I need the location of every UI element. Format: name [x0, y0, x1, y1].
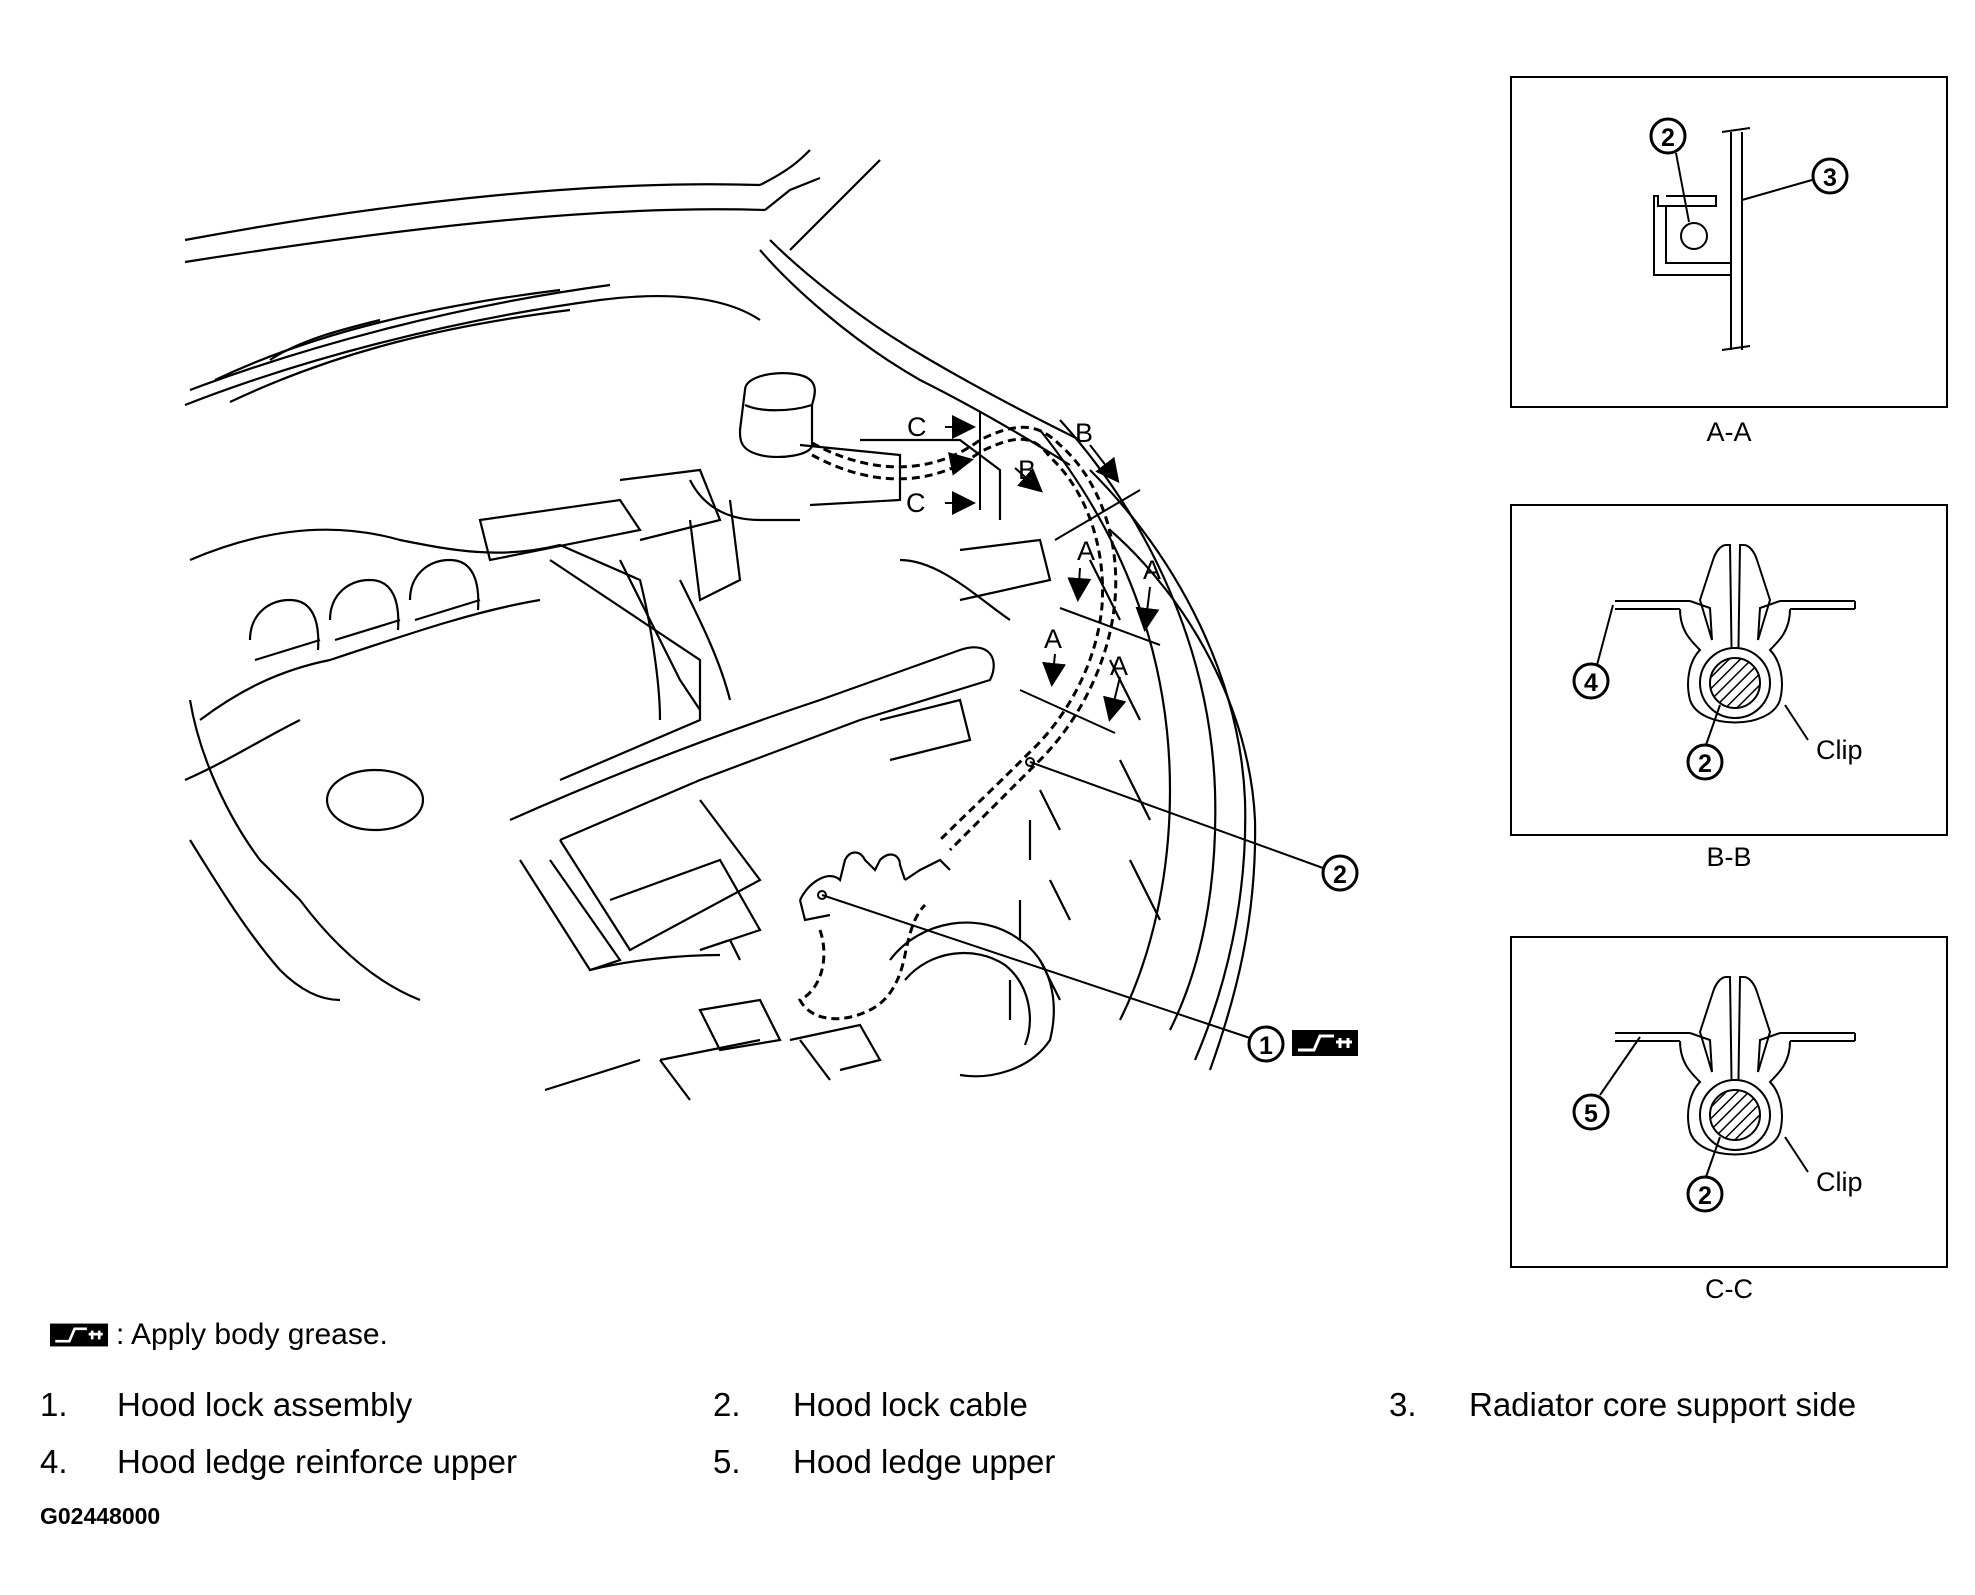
section-letter-a-2: A: [1143, 555, 1161, 585]
legend-text-3: Radiator core support side: [1469, 1386, 1857, 1423]
section-letter-a-1: A: [1077, 536, 1095, 566]
legend-num-1: 1.: [40, 1386, 68, 1423]
callout-2-main: 2: [1321, 854, 1359, 892]
section-caption-b-b: B-B: [1706, 842, 1751, 872]
legend-text-5: Hood ledge upper: [793, 1443, 1056, 1480]
section-letter-b-upper: B: [1075, 418, 1093, 448]
svg-text:2: 2: [1333, 861, 1347, 889]
figure-code: G02448000: [40, 1503, 161, 1529]
legend-num-4: 4.: [40, 1443, 68, 1480]
cable-end-marker: [1025, 757, 1035, 767]
callout-4-b: 4: [1584, 669, 1598, 697]
hood-lock-marker: [817, 890, 827, 900]
hood-lock-cable-route: [797, 425, 1118, 1021]
legend-num-3: 3.: [1389, 1386, 1417, 1423]
legend-item-1: 1.: [40, 1386, 68, 1424]
section-a-a-panel: 2 3: [1510, 76, 1948, 408]
legend-item-2: 2.: [713, 1386, 741, 1424]
section-caption-c-c: C-C: [1705, 1274, 1753, 1304]
clip-label-c: Clip: [1816, 1167, 1863, 1197]
section-letter-c-upper: C: [907, 412, 927, 442]
svg-text:1: 1: [1259, 1032, 1273, 1060]
section-letter-c-lower: C: [906, 488, 926, 518]
legend-item-5: 5.: [713, 1443, 741, 1481]
legend-item-4: 4.: [40, 1443, 68, 1481]
legend-text-1: Hood lock assembly: [117, 1386, 413, 1423]
section-cut-lines: [979, 412, 1161, 734]
grease-note: : Apply body grease.: [50, 1318, 388, 1352]
legend-text-2: Hood lock cable: [793, 1386, 1028, 1423]
section-arrows: [945, 415, 1160, 722]
callout-2-a: 2: [1661, 124, 1675, 152]
body-grease-icon: [50, 1323, 108, 1347]
callout-5-c: 5: [1584, 1100, 1598, 1128]
legend-num-5: 5.: [713, 1443, 741, 1480]
section-letter-a-4: A: [1110, 651, 1128, 681]
callout-3-a: 3: [1823, 164, 1837, 192]
callout-2-b: 2: [1698, 750, 1712, 778]
section-b-b-panel: 4 2 Clip: [1510, 504, 1948, 836]
engine-bay-illustration: [184, 149, 1257, 1101]
section-letter-a-3: A: [1044, 624, 1062, 654]
section-letters: C C B B A A A A: [906, 412, 1161, 681]
section-letter-b-lower: B: [1018, 455, 1036, 485]
legend-item-3: 3.: [1389, 1386, 1417, 1424]
section-c-c-panel: 5 2 Clip: [1510, 936, 1948, 1268]
callout-1-main: 1: [1247, 1025, 1285, 1063]
section-caption-a-a: A-A: [1706, 417, 1751, 447]
callout-leaders: [821, 761, 1324, 1039]
legend-num-2: 2.: [713, 1386, 741, 1423]
callout-2-c: 2: [1698, 1182, 1712, 1210]
grease-note-text: : Apply body grease.: [116, 1318, 388, 1351]
clip-label-b: Clip: [1816, 735, 1863, 765]
legend-text-4: Hood ledge reinforce upper: [117, 1443, 517, 1480]
body-grease-icon: [1292, 1030, 1358, 1056]
